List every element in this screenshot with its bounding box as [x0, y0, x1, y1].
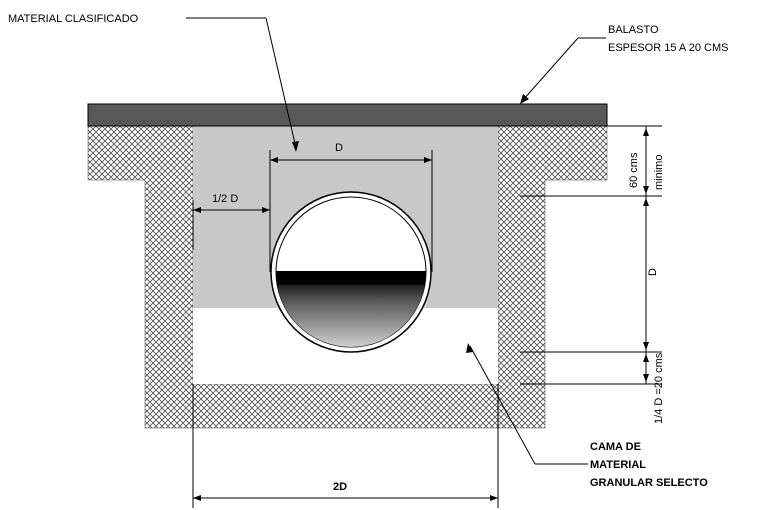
dim-right-vertical — [520, 125, 662, 385]
label-dim-d-right: D — [647, 268, 659, 276]
leader-material-clasificado — [186, 17, 299, 152]
dim-2d — [192, 384, 499, 508]
label-balasto: BALASTO — [608, 24, 659, 36]
leader-cama — [466, 343, 588, 465]
pipe — [270, 191, 432, 353]
label-cama-1: CAMA DE — [590, 441, 641, 453]
label-dim-d-top: D — [335, 142, 343, 154]
label-dim-60: 60 cms — [628, 152, 640, 188]
label-dim-2d: 2D — [333, 481, 347, 493]
ballast-layer — [87, 103, 608, 127]
label-dim-quarter: 1/4 D =20 cms — [653, 352, 665, 424]
dim-d-top — [269, 150, 433, 272]
label-cama-2: MATERIAL — [590, 459, 646, 471]
leader-balasto — [520, 37, 606, 104]
label-cama-3: GRANULAR SELECTO — [590, 477, 708, 489]
label-material-clasificado: MATERIAL CLASIFICADO — [8, 13, 139, 25]
label-dim-half-d: 1/2 D — [212, 193, 238, 205]
label-dim-minimo: minimo — [653, 155, 665, 190]
dim-half-d — [192, 200, 270, 250]
label-espesor: ESPESOR 15 A 20 CMS — [608, 42, 728, 54]
